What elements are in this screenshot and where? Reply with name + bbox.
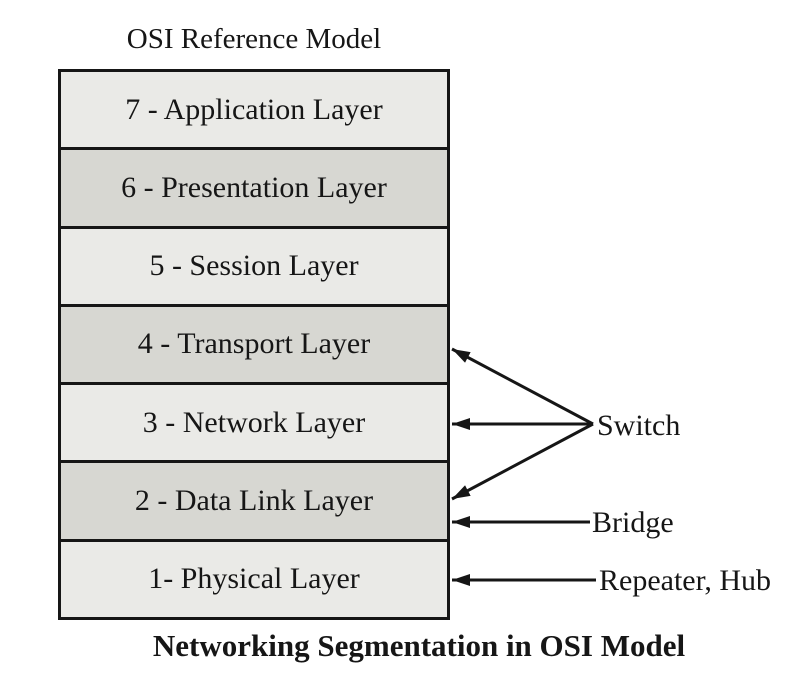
layer-data-link: 2 - Data Link Layer xyxy=(61,463,447,539)
switch-arrow-to-data-link-layer xyxy=(451,422,594,501)
layer-presentation: 6 - Presentation Layer xyxy=(61,150,447,226)
bridge-label: Bridge xyxy=(592,506,674,539)
switch-label: Switch xyxy=(597,409,681,442)
layer-application: 7 - Application Layer xyxy=(61,72,447,148)
layer-transport: 4 - Transport Layer xyxy=(61,306,447,383)
diagram-caption: Networking Segmentation in OSI Model xyxy=(152,628,686,663)
switch-arrow-to-transport-layer xyxy=(451,347,594,426)
layer-physical: 1- Physical Layer xyxy=(61,541,447,617)
osi-reference-model-title: OSI Reference Model xyxy=(126,23,382,55)
repeater-hub-label: Repeater, Hub xyxy=(599,564,772,597)
osi-layer-stack: 7 - Application Layer 6 - Presentation L… xyxy=(58,69,450,620)
layer-network: 3 - Network Layer xyxy=(61,385,447,461)
layer-session: 5 - Session Layer xyxy=(61,228,447,304)
